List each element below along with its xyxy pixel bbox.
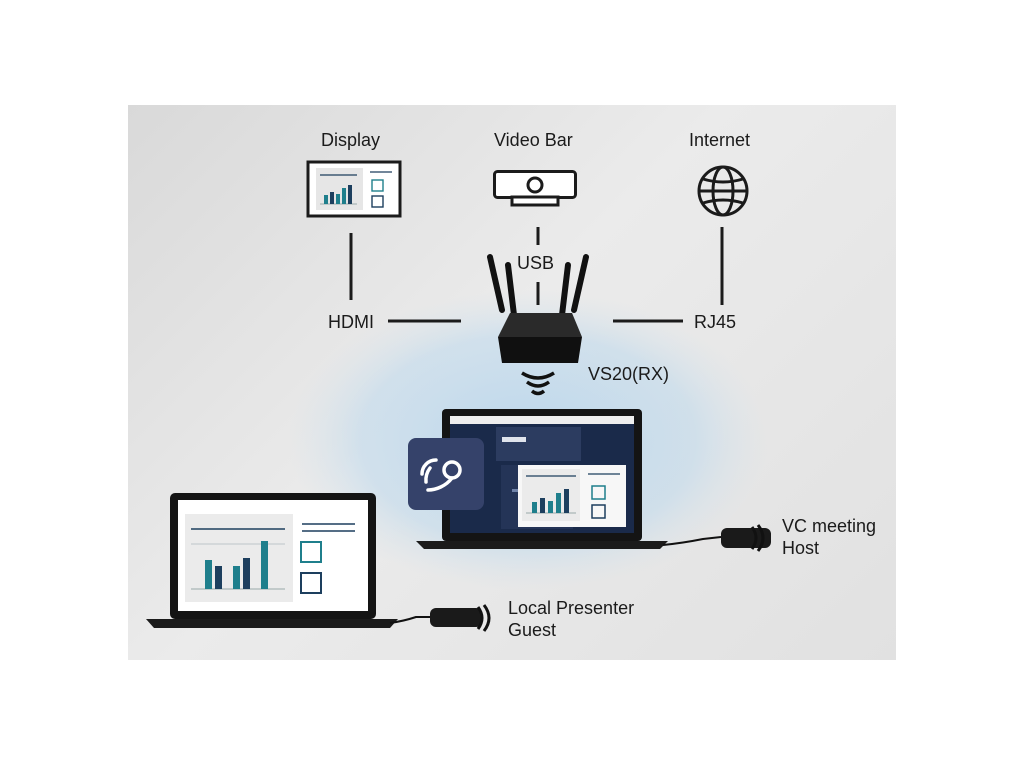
receiver-signal-icon (518, 367, 558, 401)
guest-label-line1: Local Presenter (508, 597, 634, 619)
shared-content-window (518, 465, 626, 527)
rj45-label: RJ45 (694, 312, 736, 333)
host-signal-icon (748, 523, 772, 553)
guest-signal-icon (474, 603, 498, 633)
display-label: Display (321, 130, 380, 151)
display-icon (307, 161, 401, 217)
diagram-canvas: Display Video Bar Internet USB HDMI RJ45 (128, 105, 896, 660)
share-app-icon (408, 438, 486, 512)
guest-screen-content (185, 514, 360, 604)
globe-icon (697, 165, 749, 217)
video-bar-icon (493, 170, 583, 210)
video-bar-label: Video Bar (494, 130, 573, 151)
guest-label-line2: Guest (508, 619, 556, 641)
receiver-label: VS20(RX) (588, 364, 669, 385)
internet-label: Internet (689, 130, 750, 151)
host-label-line1: VC meeting (782, 515, 876, 537)
hdmi-label: HDMI (328, 312, 374, 333)
host-label-line2: Host (782, 537, 819, 559)
vs20-receiver-icon (468, 255, 608, 370)
